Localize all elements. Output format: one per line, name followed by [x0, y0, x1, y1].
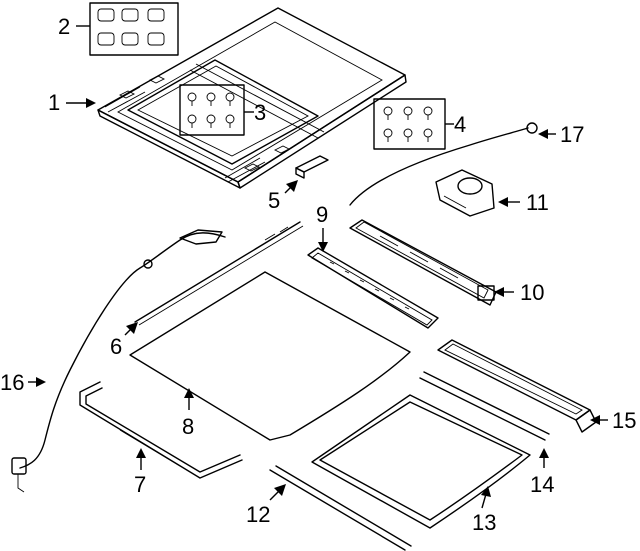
- drive-cable-16: [11, 229, 226, 493]
- clips-box-2: [89, 2, 179, 56]
- callout-2: 2: [58, 14, 70, 39]
- guide-cable-6: [134, 221, 304, 326]
- leader-lines: [28, 25, 608, 509]
- callout-8: 8: [182, 414, 194, 439]
- screws-box-3: [179, 84, 245, 136]
- rear-rail-9: [307, 247, 439, 329]
- callout-4: 4: [454, 112, 466, 137]
- callout-11: 11: [526, 190, 549, 215]
- sunshade-seal-13: [311, 394, 531, 529]
- front-frame-10: [349, 219, 497, 306]
- guide-strip-14: [419, 371, 550, 441]
- callout-labels: 1 2 3 4 5 6 7 8 9 10 11 12 13 14 15 16 1…: [0, 14, 636, 535]
- callout-10: 10: [520, 280, 544, 305]
- callout-5: 5: [268, 188, 280, 213]
- bolts-box-4: [373, 98, 446, 150]
- callout-16: 16: [0, 370, 24, 395]
- callout-1: 1: [48, 90, 60, 115]
- callout-6: 6: [110, 334, 122, 359]
- callout-7: 7: [134, 472, 146, 497]
- sunroof-motor-11: [435, 169, 495, 217]
- callout-12: 12: [246, 502, 270, 527]
- bracket-5: [295, 155, 329, 179]
- callout-3: 3: [254, 100, 266, 125]
- callout-17: 17: [560, 122, 584, 147]
- sunroof-frame-assembly: [97, 7, 407, 189]
- callout-9: 9: [316, 202, 328, 227]
- callout-15: 15: [612, 408, 636, 433]
- drain-hose-17: [349, 122, 538, 206]
- seal-strip-7: [79, 381, 243, 479]
- glass-panel-8: [129, 271, 411, 441]
- side-trim-12: [269, 465, 412, 551]
- callout-13: 13: [472, 510, 496, 535]
- callout-14: 14: [530, 472, 554, 497]
